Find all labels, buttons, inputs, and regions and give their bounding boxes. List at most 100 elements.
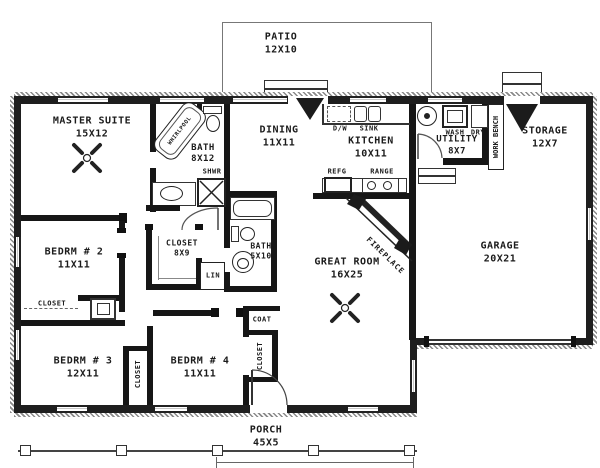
window [58, 96, 108, 104]
wall [246, 377, 278, 382]
patio-step [264, 80, 328, 89]
garage-door-line [428, 343, 572, 345]
wall [146, 284, 202, 290]
ceiling-fan [330, 293, 360, 323]
porch-name: PORCH [249, 424, 283, 436]
storage-door-opening [504, 96, 540, 104]
coat-label: COAT [252, 315, 272, 324]
window [160, 96, 204, 104]
work-bench-label: WORK BENCH [492, 115, 500, 159]
wall [313, 193, 413, 199]
wall-hatch [10, 96, 14, 413]
dining-label: DINING 11X11 [259, 125, 298, 150]
porch-post [116, 445, 127, 456]
garage-step [418, 176, 456, 184]
master-suite-label: MASTER SUITE 15X12 [53, 116, 131, 141]
porch-dims: 45X5 [252, 437, 280, 448]
door-jamb [117, 228, 126, 233]
bedroom3-label: BEDRM # 3 12X11 [54, 356, 113, 381]
wall [123, 346, 153, 351]
bedroom3-dims: 12X11 [66, 368, 100, 379]
bed3-closet-label: CLOSET [134, 359, 142, 389]
kitchen-label: KITCHEN 10X11 [348, 136, 394, 161]
garage-door [428, 338, 572, 345]
window [14, 330, 21, 360]
kitchen-counter-edge [322, 123, 410, 125]
storage-label: STORAGE 12X7 [522, 126, 568, 151]
storage-dims: 12X7 [531, 138, 559, 149]
dryer-label: DRY [470, 128, 486, 137]
patio-dims: 12X10 [264, 44, 298, 55]
toilet-bowl [240, 227, 255, 241]
garage-label: GARAGE 20X21 [480, 241, 519, 266]
bed4-closet-label: CLOSET [256, 341, 264, 371]
dishwasher [327, 106, 351, 122]
vanity-sink [160, 186, 183, 201]
window [586, 208, 593, 240]
porch-post [212, 445, 223, 456]
master-suite-dims: 15X12 [75, 128, 109, 139]
door-jamb [195, 224, 203, 230]
wall [196, 258, 202, 290]
linen-closet [200, 262, 225, 290]
exterior-wall-bottom [14, 405, 417, 413]
toilet-tank [231, 226, 239, 242]
wall [272, 330, 278, 382]
wall [146, 228, 152, 290]
washer-label: WASH [445, 128, 465, 137]
window [14, 237, 21, 267]
window [57, 405, 87, 413]
storage-door-leaf [506, 104, 538, 132]
master-suite-name: MASTER SUITE [52, 115, 132, 127]
sink-basin [368, 106, 381, 122]
wall [224, 197, 230, 248]
wall [153, 310, 215, 316]
hall-closet-label: CLOSET [37, 299, 67, 308]
refrigerator-label: REFG [327, 167, 347, 176]
master-bath-dims: 8X12 [191, 154, 215, 164]
kitchen-counter-edge [322, 104, 324, 124]
shower-x [199, 180, 224, 205]
garage-dims: 20X21 [483, 253, 517, 264]
window [410, 360, 417, 392]
master-bath-name: BATH [191, 142, 215, 153]
great-room-label: GREAT ROOM 16X25 [314, 257, 379, 282]
great-room-name: GREAT ROOM [314, 256, 380, 268]
great-room-dims: 16X25 [330, 269, 364, 280]
door-arc [181, 207, 219, 231]
garage-door-line [428, 339, 572, 341]
patio-name: PATIO [264, 31, 298, 43]
kitchen-dims: 10X11 [354, 148, 388, 159]
closet-cabinet-inner [97, 303, 110, 315]
dining-dims: 11X11 [262, 137, 296, 148]
door-jamb [119, 213, 127, 223]
utility-door-arc [417, 133, 443, 159]
dimension-line [216, 462, 414, 463]
wall [243, 306, 249, 337]
wall [21, 215, 125, 221]
porch-label: PORCH 45X5 [250, 425, 283, 450]
wall [271, 191, 277, 292]
utility-dims: 8X7 [448, 146, 466, 156]
closet-shelf [158, 278, 196, 279]
bedroom4-name: BEDRM # 4 [170, 355, 230, 367]
wall [146, 205, 180, 211]
wall-hatch [417, 345, 593, 349]
wall [123, 350, 129, 405]
bedroom3-name: BEDRM # 3 [53, 355, 113, 367]
garage-door-jamb [571, 336, 576, 347]
door-jamb [236, 308, 244, 317]
wall [21, 320, 125, 326]
porch-post [308, 445, 319, 456]
closet-rod [24, 308, 78, 309]
wall [119, 256, 125, 312]
master-bath-label: BATH 8X12 [191, 143, 215, 166]
water-heater-inner [424, 113, 430, 119]
dimension-tick [216, 457, 217, 468]
window [348, 405, 378, 413]
shower-label: SHWR [202, 167, 222, 176]
storage-name: STORAGE [522, 125, 568, 137]
closet89-name: CLOSET [166, 238, 198, 248]
hall-bath-name: BATH [250, 241, 272, 251]
